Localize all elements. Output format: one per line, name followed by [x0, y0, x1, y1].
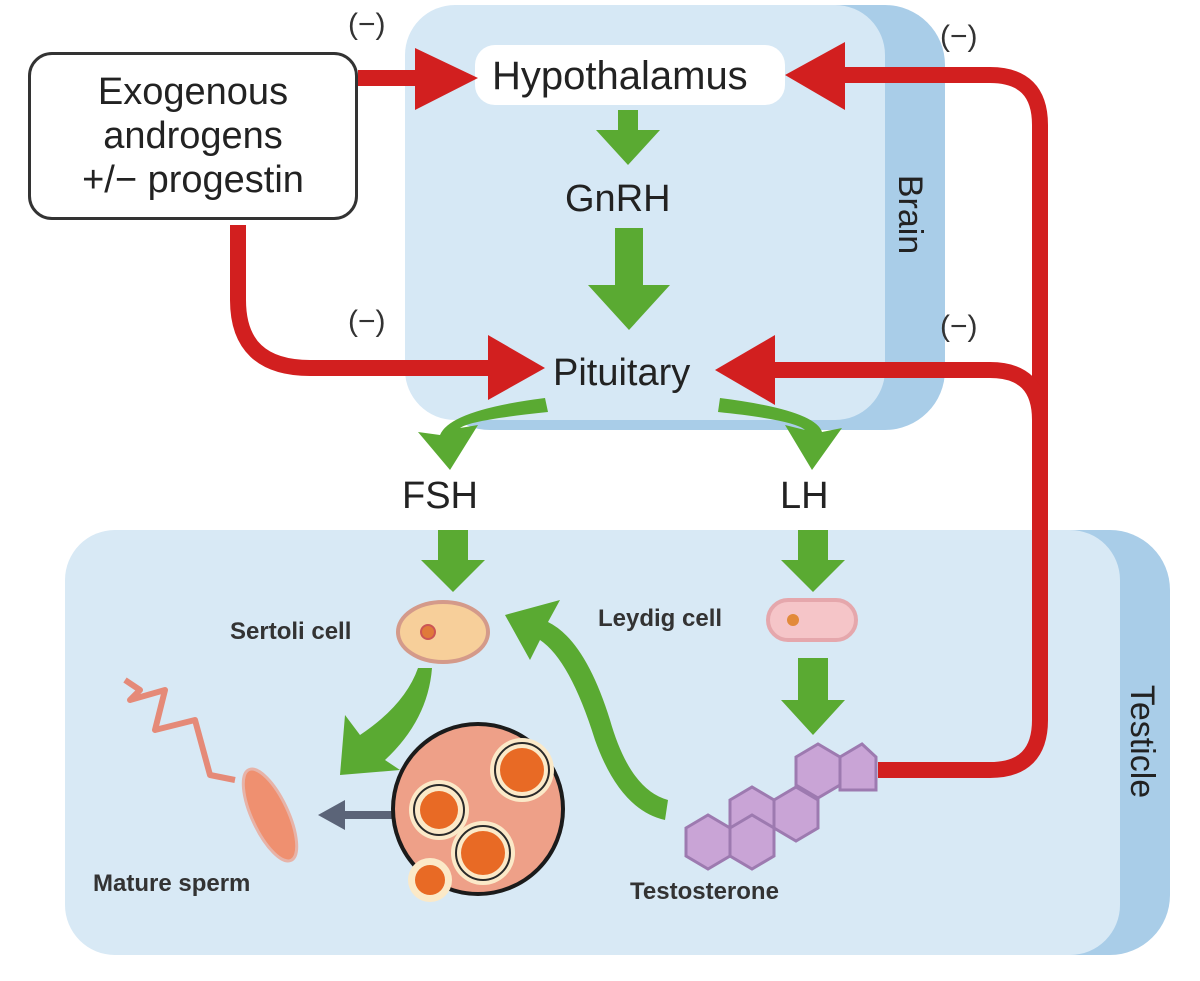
leydig-cell-icon — [766, 598, 858, 642]
exogenous-androgens-box: Exogenous androgens +/− progestin — [28, 52, 358, 220]
hypothalamus-to-gnrh-arrow — [596, 110, 660, 165]
seminiferous-tubule-icon — [391, 722, 565, 902]
leydig-to-testosterone-arrow — [781, 658, 845, 735]
exo-to-pituitary-arrow — [230, 225, 545, 400]
testosterone-feedback-arrow — [715, 42, 1048, 778]
mature-sperm-label: Mature sperm — [93, 870, 251, 897]
testicle-region — [65, 530, 1120, 955]
hypothalamus-bg — [475, 45, 785, 105]
sertoli-to-germ-cells-arrow — [340, 668, 432, 775]
pituitary-to-lh-arrow — [718, 398, 842, 470]
gnrh-to-pituitary-arrow — [588, 228, 670, 330]
fsh-to-sertoli-arrow — [421, 530, 485, 592]
testosterone-to-sertoli-arrow — [505, 600, 668, 820]
testicle-region-label: Testicle — [1123, 684, 1162, 799]
hypothalamus-label: Hypothalamus — [492, 54, 748, 98]
lh-label: LH — [780, 475, 829, 517]
exo-line-1: Exogenous — [97, 71, 289, 113]
sertoli-cell-icon — [396, 600, 490, 664]
sertoli-cell-label: Sertoli cell — [230, 618, 352, 645]
neg-label-exo-hypothalamus: (−) — [348, 8, 386, 41]
fsh-label: FSH — [402, 475, 478, 517]
gnrh-label: GnRH — [565, 178, 671, 220]
pituitary-to-fsh-arrow — [418, 398, 548, 470]
testosterone-molecule-icon — [684, 742, 878, 871]
exo-line-3: +/− progestin — [82, 159, 304, 201]
mature-sperm-icon — [123, 677, 299, 863]
pituitary-label: Pituitary — [553, 352, 691, 394]
testosterone-label: Testosterone — [630, 878, 779, 905]
exo-line-2: androgens — [103, 115, 283, 157]
leydig-cell-label: Leydig cell — [598, 605, 723, 632]
brain-region — [405, 5, 885, 420]
brain-region-label: Brain — [891, 174, 930, 255]
neg-label-testosterone-pituitary: (−) — [940, 310, 978, 343]
neg-label-exo-pituitary: (−) — [348, 305, 386, 338]
lh-to-leydig-arrow — [781, 530, 845, 592]
exo-to-hypothalamus-arrow — [358, 48, 478, 110]
neg-label-testosterone-hypothalamus: (−) — [940, 20, 978, 53]
